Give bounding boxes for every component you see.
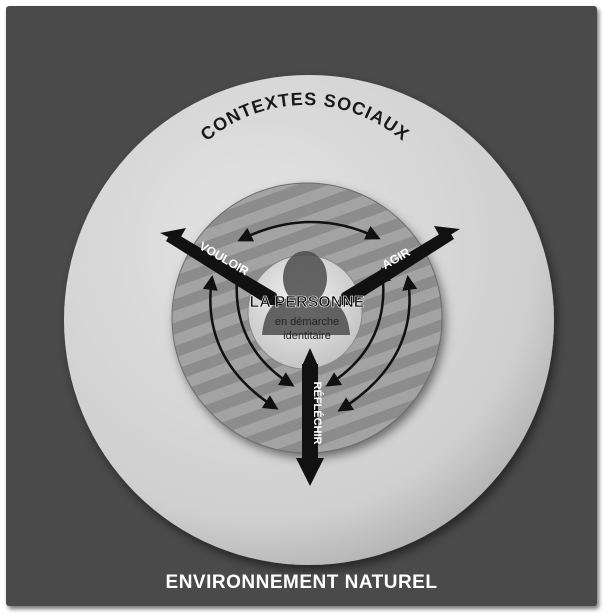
center-subtitle-line1: en démarche [275,316,339,328]
axis-arrow-reflechir [296,348,324,486]
reflechir-label: RÉFLÉCHIR [311,382,324,445]
cycle-arrow-inner-right [325,267,392,387]
center-subtitle-line2: identitaire [283,330,331,342]
cycle-arrow-right [337,275,418,412]
axis-arrow-agir [336,226,460,305]
center-title: LA PERSONNE [250,294,365,311]
axis-arrow-vouloir [160,228,282,305]
cycle-arrow-left [202,275,279,410]
environnement-naturel-label: ENVIRONNEMENT NATUREL [165,572,438,593]
cycle-arrow-top [237,220,381,242]
cycle-arrows [202,220,418,412]
